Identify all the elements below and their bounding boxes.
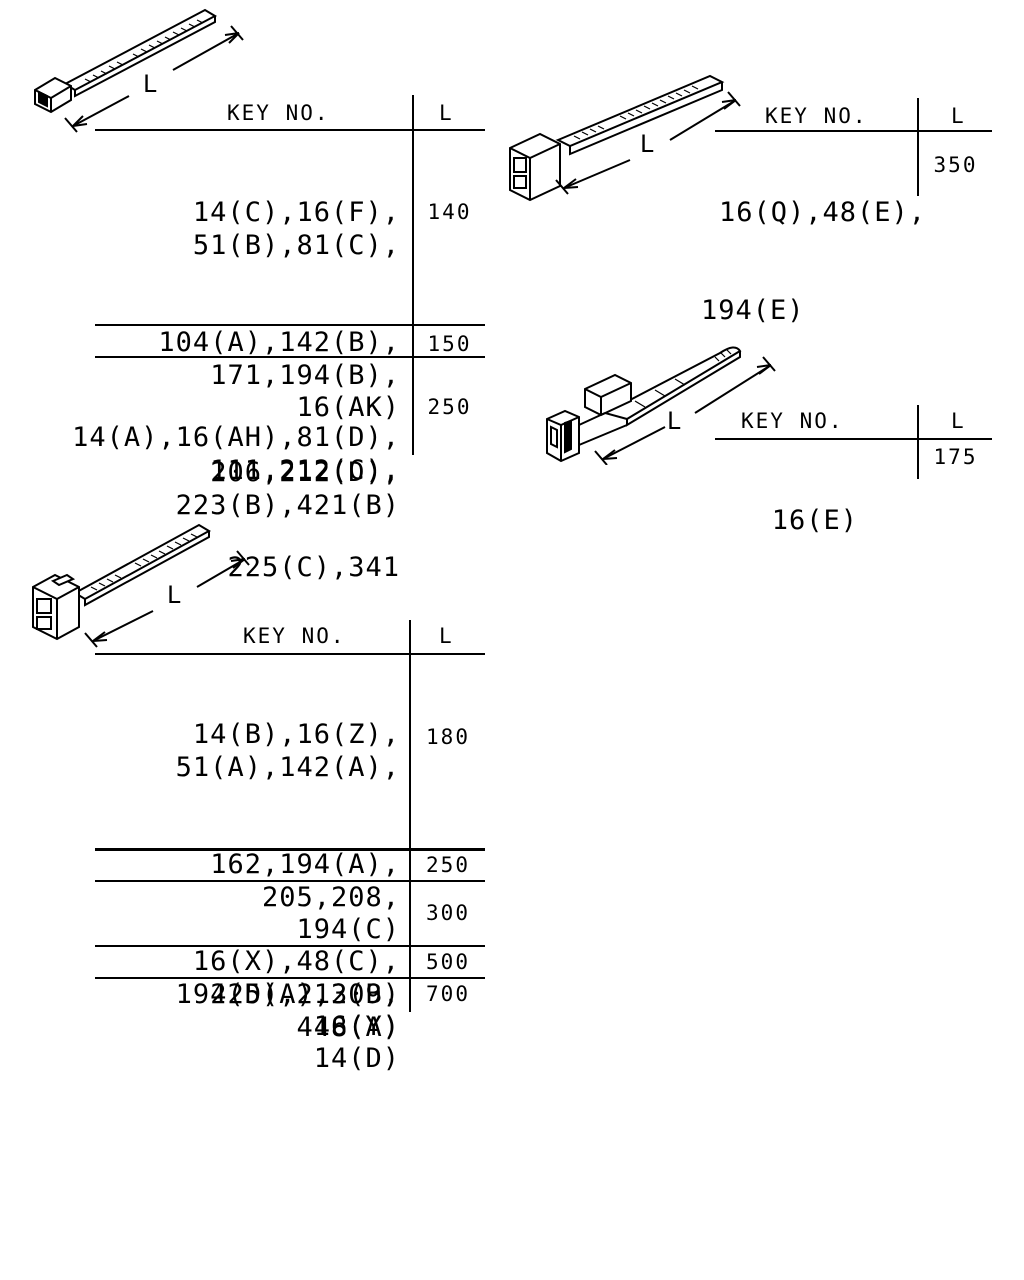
dimension-label-d: L	[167, 581, 181, 609]
key-cell: 14(A),16(AH),81(D),111,212(C), 225(C),34…	[72, 422, 400, 583]
key-cell: 16(AK)	[296, 392, 400, 423]
dimension-label-b: L	[640, 130, 654, 158]
length-header: L	[951, 104, 966, 128]
length-cell: 250	[427, 395, 472, 419]
key-no-header: KEY NO.	[741, 409, 844, 433]
key-no-header: KEY NO.	[243, 624, 346, 648]
length-cell: 180	[426, 725, 470, 749]
length-header: L	[951, 409, 966, 433]
length-cell: 700	[426, 982, 470, 1006]
length-cell: 150	[427, 332, 472, 356]
table-b: KEY NO. L 16(Q),48(E), 194(E) 350	[701, 98, 992, 326]
key-cell: 14(C),16(F),51(B),81(C), 104(A),142(B),1…	[158, 197, 400, 521]
key-no-header: KEY NO.	[765, 104, 868, 128]
length-header: L	[439, 101, 454, 125]
cable-tie-drawing-d: L	[32, 523, 250, 648]
key-cell: 16(X),48(C),194(D),212(B)	[175, 946, 400, 1010]
dimension-label-a: L	[143, 70, 157, 98]
length-cell: 250	[426, 853, 470, 877]
length-cell: 140	[427, 200, 472, 224]
cable-tie-drawing-a: L	[34, 8, 244, 133]
table-d: KEY NO. L 14(B),16(Z),51(A),142(A), 162,…	[95, 620, 485, 1074]
table-c: KEY NO. L 16(E) 175	[715, 405, 992, 536]
table-a: KEY NO. L 14(C),16(F),51(B),81(C), 104(A…	[72, 95, 485, 583]
key-cell: 194(C)	[296, 914, 400, 945]
key-no-header: KEY NO.	[227, 101, 330, 125]
dimension-label-c: L	[667, 407, 681, 435]
length-cell: 350	[933, 153, 978, 177]
key-cell: 14(D)	[313, 1043, 400, 1074]
cable-tie-drawing-b: L	[509, 74, 741, 202]
key-cell: 16(Q),48(E), 194(E)	[701, 197, 927, 326]
length-cell: 500	[426, 950, 470, 974]
cable-tie-drawing-c: L	[546, 346, 776, 465]
key-cell: 14(B),16(Z),51(A),142(A), 162,194(A),205…	[175, 719, 400, 1043]
key-cell: 16(E)	[771, 505, 858, 536]
key-cell: 16(Y)	[313, 1011, 400, 1042]
length-header: L	[439, 624, 454, 648]
length-cell: 175	[933, 445, 978, 469]
length-cell: 300	[426, 901, 470, 925]
